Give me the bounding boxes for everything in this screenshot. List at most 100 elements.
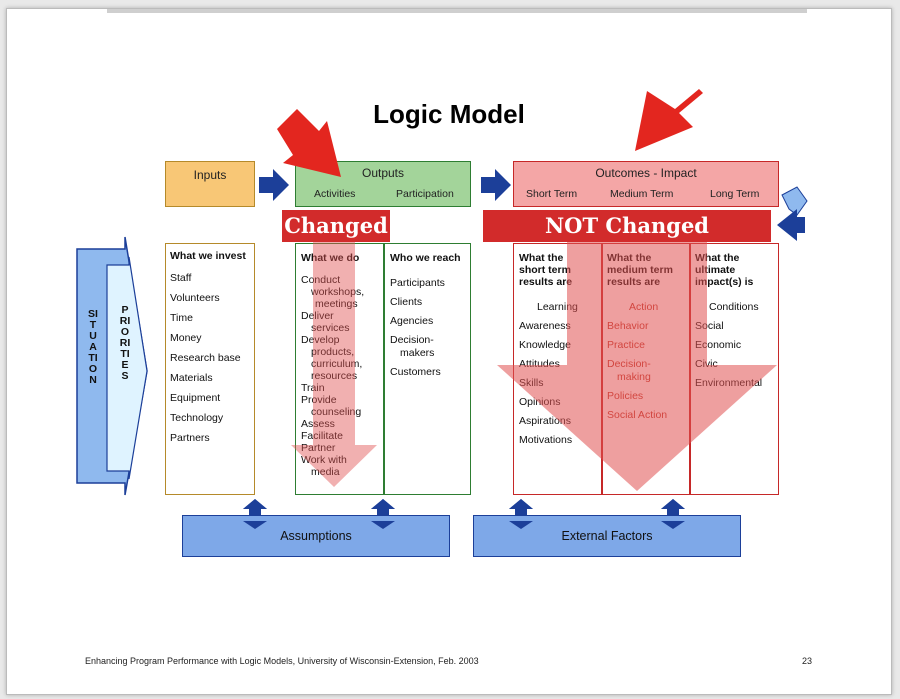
outputs-sub-participation: Participation — [396, 188, 454, 200]
short-term-item: Motivations — [519, 434, 573, 446]
inputs-item: Staff — [170, 272, 192, 284]
inputs-item: Partners — [170, 432, 210, 444]
short-term-item: Opinions — [519, 396, 561, 408]
medium-term-item: Practice — [607, 339, 645, 351]
activity-item: counseling — [311, 406, 362, 418]
flow-arrow-1 — [259, 169, 289, 201]
situation-label: SITUATION — [88, 308, 98, 386]
activity-item: Work with — [301, 454, 347, 466]
activity-item: Assess — [301, 418, 335, 430]
loop-arrow-bottom — [777, 209, 805, 241]
not-changed-badge: NOT Changed — [483, 210, 771, 242]
medium-term-title-line: What the — [607, 252, 652, 264]
activity-item: services — [311, 322, 350, 334]
short-term-item: Attitudes — [519, 358, 560, 370]
activity-item: Train — [301, 382, 325, 394]
changed-badge: Changed — [282, 210, 390, 242]
outcomes-body: What the short term results are Learning… — [513, 243, 779, 495]
activity-item: resources — [311, 370, 358, 382]
activity-item: workshops, — [311, 286, 365, 298]
long-term-item: Social — [695, 320, 724, 332]
long-term-item: Conditions — [709, 301, 759, 313]
flow-arrow-2 — [481, 169, 511, 201]
diagram-arrows — [76, 169, 808, 531]
outcomes-sub-short: Short Term — [526, 188, 578, 200]
medium-term-item: making — [617, 371, 651, 383]
not-changed-label: NOT Changed — [544, 213, 709, 238]
changed-label: Changed — [284, 213, 388, 238]
activity-item: meetings — [315, 298, 358, 310]
activity-item: Provide — [301, 394, 337, 406]
outcomes-header-label: Outcomes - Impact — [595, 166, 697, 180]
outcomes-divider-1 — [601, 244, 603, 494]
outcomes-divider-2 — [689, 244, 691, 494]
short-term-title-line: results are — [519, 276, 573, 288]
activity-item: products, — [311, 346, 355, 358]
medium-term-item: Behavior — [607, 320, 649, 332]
outputs-header: Outputs Activities Participation — [295, 161, 471, 207]
participation-item: Decision- — [390, 334, 434, 346]
short-term-column: What the short term results are Learning… — [519, 252, 599, 450]
outputs-body: What we do Conduct workshops, meetings D… — [295, 243, 471, 495]
medium-term-item: Action — [629, 301, 659, 313]
long-term-column: What the ultimate impact(s) is Condition… — [695, 252, 779, 393]
medium-term-item: Decision- — [607, 358, 651, 370]
medium-term-title-line: medium term — [607, 264, 673, 276]
participation-title: Who we reach — [390, 252, 461, 264]
activity-item: media — [311, 466, 340, 478]
inputs-header: Inputs — [165, 161, 255, 207]
outcomes-header: Outcomes - Impact Short Term Medium Term… — [513, 161, 779, 207]
outputs-sub-activities: Activities — [314, 188, 356, 200]
inputs-item: Materials — [170, 372, 213, 384]
long-term-item: Environmental — [695, 377, 763, 389]
inputs-item: Time — [170, 312, 193, 324]
outcomes-sub-medium: Medium Term — [610, 188, 674, 200]
inputs-header-label: Inputs — [193, 168, 227, 182]
short-term-title-line: What the — [519, 252, 564, 264]
activity-item: Partner — [301, 442, 336, 454]
outcomes-sub-long: Long Term — [710, 188, 760, 200]
short-term-item: Knowledge — [519, 339, 571, 351]
participation-item: Participants — [390, 277, 445, 289]
slide: Logic Model Inputs Outputs Activities Pa… — [6, 8, 892, 695]
participation-item: Agencies — [390, 315, 434, 327]
external-factors-label: External Factors — [561, 529, 653, 543]
external-factors-band: External Factors — [473, 515, 741, 557]
loop-arrow-top — [781, 186, 808, 216]
inputs-body: What we invest Staff Volunteers Time Mon… — [165, 243, 255, 495]
inputs-column-title: What we invest — [170, 250, 246, 262]
priorities-arrow — [106, 256, 148, 480]
long-term-title-line: impact(s) is — [695, 276, 754, 288]
participation-item: makers — [400, 347, 435, 359]
activity-item: curriculum, — [311, 358, 363, 370]
medium-term-title-line: results are — [607, 276, 661, 288]
inputs-item: Technology — [170, 412, 224, 424]
long-term-title-line: What the — [695, 252, 740, 264]
assumptions-label: Assumptions — [280, 529, 352, 543]
activity-item: Conduct — [301, 274, 341, 286]
inputs-item: Research base — [170, 352, 241, 364]
outputs-divider — [383, 244, 385, 494]
medium-term-item: Policies — [607, 390, 644, 402]
page-number: 23 — [802, 656, 813, 666]
participation-item: Customers — [390, 366, 441, 378]
long-term-item: Civic — [695, 358, 718, 370]
top-bar — [107, 9, 807, 13]
footer-citation: Enhancing Program Performance with Logic… — [85, 656, 479, 666]
short-term-item: Skills — [519, 377, 544, 389]
medium-term-item: Social Action — [607, 409, 668, 421]
short-term-item: Awareness — [519, 320, 571, 332]
priorities-label: PRIORITIES — [119, 304, 131, 382]
inputs-item: Money — [170, 332, 202, 344]
assumptions-band: Assumptions — [182, 515, 450, 557]
short-term-title-line: short term — [519, 264, 571, 276]
short-term-item: Learning — [537, 301, 578, 313]
long-term-item: Economic — [695, 339, 742, 351]
medium-term-column: What the medium term results are Action … — [607, 252, 687, 425]
activities-title: What we do — [301, 252, 360, 264]
activity-item: Deliver — [301, 310, 334, 322]
page-title: Logic Model — [373, 99, 525, 129]
short-term-item: Aspirations — [519, 415, 571, 427]
participation-item: Clients — [390, 296, 423, 308]
activity-item: Facilitate — [301, 430, 344, 442]
